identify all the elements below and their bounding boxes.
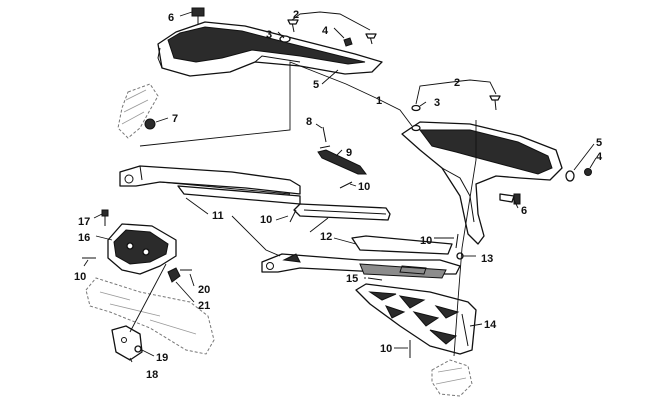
callout-8: 8 xyxy=(306,116,312,128)
callout-10-center: 10 xyxy=(358,181,370,193)
callout-21: 21 xyxy=(198,300,210,312)
callout-4-top: 4 xyxy=(322,25,329,37)
callout-2-top: 2 xyxy=(293,9,299,21)
hardware xyxy=(82,7,592,358)
callout-10-far-left: 10 xyxy=(74,271,86,283)
callout-9: 9 xyxy=(346,147,352,159)
callout-3-right: 3 xyxy=(434,97,440,109)
callout-6-right: 6 xyxy=(521,205,527,217)
callout-15: 15 xyxy=(346,273,358,285)
callout-10-left-mid: 10 xyxy=(260,214,272,226)
callout-11: 11 xyxy=(212,210,224,222)
callout-14: 14 xyxy=(484,319,497,331)
callout-4-right: 4 xyxy=(596,151,603,163)
left-upper-rail xyxy=(119,165,301,205)
center-bracket xyxy=(317,145,367,175)
pin xyxy=(322,126,327,143)
callout-10-bottom: 10 xyxy=(380,343,392,355)
left-frame-ghost xyxy=(117,83,159,139)
callout-17: 17 xyxy=(78,216,90,228)
callout-5-right: 5 xyxy=(596,137,602,149)
left-bracket-assembly xyxy=(107,223,181,283)
callout-1: 1 xyxy=(376,95,382,107)
callout-18: 18 xyxy=(146,369,158,381)
rear-ghost xyxy=(431,359,473,397)
leader-lines xyxy=(83,11,597,363)
callout-13: 13 xyxy=(481,253,493,265)
callout-labels: 1 2 2 3 3 4 4 5 5 6 6 7 8 9 10 10 10 10 … xyxy=(74,9,603,381)
callout-10-right: 10 xyxy=(420,235,432,247)
lower-bracket xyxy=(111,325,143,361)
callout-19: 19 xyxy=(156,352,168,364)
callout-3-top: 3 xyxy=(266,29,272,41)
callout-2-right: 2 xyxy=(454,77,460,89)
callout-5-top: 5 xyxy=(313,79,319,91)
left-chassis-ghost xyxy=(85,277,215,355)
inner-panel xyxy=(351,235,453,279)
rear-mount-plate xyxy=(355,283,477,355)
left-side-panel xyxy=(157,21,383,77)
callout-16: 16 xyxy=(78,232,90,244)
middle-rail xyxy=(293,203,391,221)
callout-6-top: 6 xyxy=(168,12,174,24)
callout-12: 12 xyxy=(320,231,332,243)
callout-7: 7 xyxy=(172,113,178,125)
callout-20: 20 xyxy=(198,284,210,296)
right-side-panel xyxy=(401,121,563,245)
